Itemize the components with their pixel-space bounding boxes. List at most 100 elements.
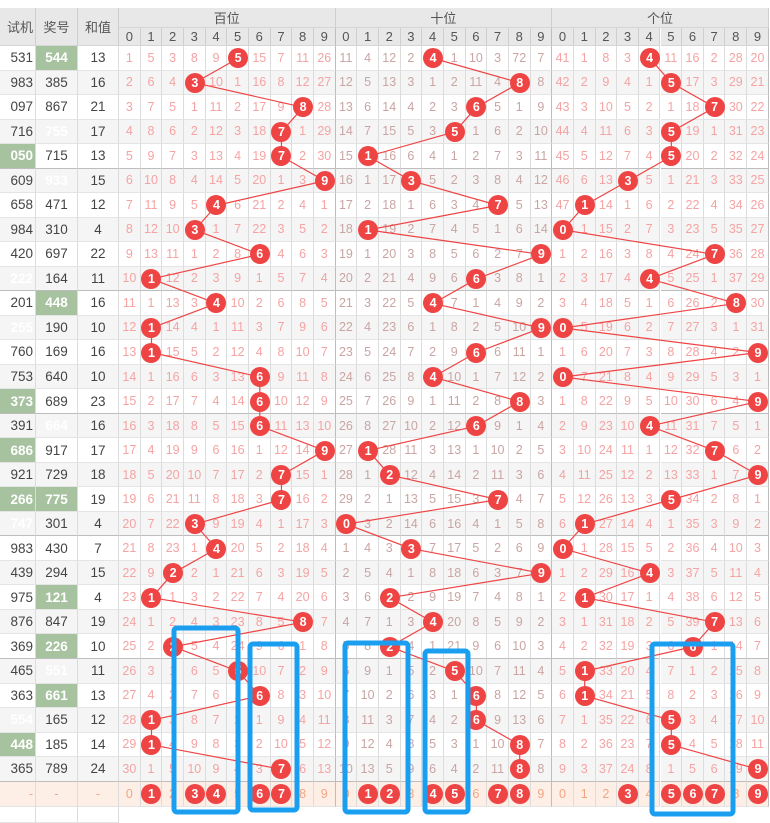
omission-cell: 10 [140, 168, 163, 194]
hit-ball: 9 [314, 440, 335, 461]
footer-highlight-ball: 9 [747, 784, 768, 805]
omission-cell: 3 [422, 438, 444, 463]
omission-cell: 22 [617, 708, 639, 733]
omission-cell: 3 [703, 70, 726, 96]
omission-cell: 1 [378, 659, 401, 684]
omission-cell: 8 [162, 168, 184, 194]
omission-cell: 8 [422, 242, 444, 267]
draw-number: 121 [36, 585, 78, 610]
hit-ball: 6 [466, 342, 487, 363]
omission-cell: 6 [573, 340, 596, 365]
header-zone: 十位 [335, 8, 553, 28]
omission-cell: 12 [357, 732, 379, 758]
omission-cell: 4 [660, 585, 683, 610]
omission-cell: 7 [530, 732, 553, 758]
header-digit: 6 [248, 28, 271, 46]
omission-cell: 19 [682, 119, 704, 145]
omission-cell: 9 [313, 389, 336, 414]
trial-number: 439 [0, 560, 36, 586]
omission-cell: 21 [162, 487, 184, 512]
draw-number: 551 [36, 659, 78, 684]
omission-cell: 22 [378, 291, 401, 316]
omission-cell: 29 [119, 732, 141, 758]
omission-cell: 6 [227, 193, 249, 218]
omission-cell: 8 [487, 389, 509, 414]
hit-ball: 1 [141, 342, 162, 363]
omission-cell: 2 [573, 732, 596, 758]
hit-ball: 9 [747, 342, 768, 363]
omission-cell: 11 [270, 413, 293, 439]
omission-cell: 2 [552, 266, 574, 292]
omission-cell: 9 [465, 634, 488, 659]
omission-cell: 2 [443, 168, 466, 194]
hit-ball: 6 [249, 367, 270, 388]
omission-cell: 1 [465, 364, 488, 390]
sum-value: 22 [78, 242, 119, 267]
omission-cell: 3 [747, 536, 769, 561]
omission-cell: 3 [443, 193, 466, 218]
omission-cell: 3 [682, 708, 704, 733]
omission-cell: 17 [378, 168, 401, 194]
omission-cell: 2 [638, 315, 661, 341]
omission-cell: 17 [227, 462, 249, 488]
omission-cell: 19 [443, 585, 466, 610]
omission-cell: 5 [552, 659, 574, 684]
omission-cell: 5 [313, 560, 336, 586]
omission-cell: 13 [617, 487, 639, 512]
omission-cell: 1 [638, 438, 661, 463]
hit-ball: 1 [574, 587, 595, 608]
omission-cell: 8 [508, 266, 531, 292]
omission-cell: 6 [465, 560, 488, 586]
omission-cell: 13 [660, 462, 683, 488]
omission-cell: 1 [747, 364, 769, 390]
omission-cell: 1 [552, 340, 574, 365]
omission-cell: 6 [270, 291, 293, 316]
draw-number: 640 [36, 364, 78, 390]
omission-cell: 42 [552, 70, 574, 96]
header-digit: 4 [422, 28, 444, 46]
omission-cell: 13 [313, 757, 336, 782]
omission-cell: 10 [660, 389, 683, 414]
omission-cell: 2 [487, 242, 509, 267]
header-digit: 2 [595, 28, 618, 46]
omission-cell: 1 [703, 634, 726, 659]
trial-number: 975 [0, 585, 36, 610]
omission-cell: 8 [443, 315, 466, 341]
trial-number: 201 [0, 291, 36, 316]
omission-cell: 5 [162, 757, 184, 782]
omission-cell: 12 [205, 119, 228, 145]
header-digit: 1 [573, 28, 596, 46]
sum-value: 17 [78, 119, 119, 145]
omission-cell: 18 [378, 193, 401, 218]
omission-cell: 1 [378, 609, 401, 635]
omission-cell: 21 [119, 536, 141, 561]
omission-cell: 4 [357, 46, 379, 71]
sum-value: 13 [78, 144, 119, 169]
sum-value: 16 [78, 70, 119, 96]
omission-cell: 35 [682, 511, 704, 537]
omission-cell: 7 [422, 536, 444, 561]
omission-cell: 3 [292, 683, 314, 709]
omission-cell: 6 [487, 634, 509, 659]
omission-cell: 20 [378, 242, 401, 267]
omission-cell: 4 [422, 708, 444, 733]
omission-cell: 3 [465, 168, 488, 194]
omission-cell: 14 [400, 511, 423, 537]
hit-ball: 2 [379, 465, 400, 486]
omission-cell: 38 [682, 585, 704, 610]
omission-cell: 4 [227, 757, 249, 782]
omission-cell: 2 [313, 487, 336, 512]
omission-cell: 5 [205, 659, 228, 684]
omission-cell: 17 [595, 266, 618, 292]
omission-cell: 2 [573, 634, 596, 659]
omission-cell: 3 [703, 511, 726, 537]
omission-cell: 4 [465, 511, 488, 537]
draw-number: 775 [36, 487, 78, 512]
omission-cell: 3 [400, 70, 423, 96]
omission-cell: 2 [703, 144, 726, 169]
omission-cell: 1 [747, 487, 769, 512]
omission-cell: 17 [248, 95, 271, 120]
omission-cell: 34 [682, 487, 704, 512]
omission-cell: 27 [595, 511, 618, 537]
